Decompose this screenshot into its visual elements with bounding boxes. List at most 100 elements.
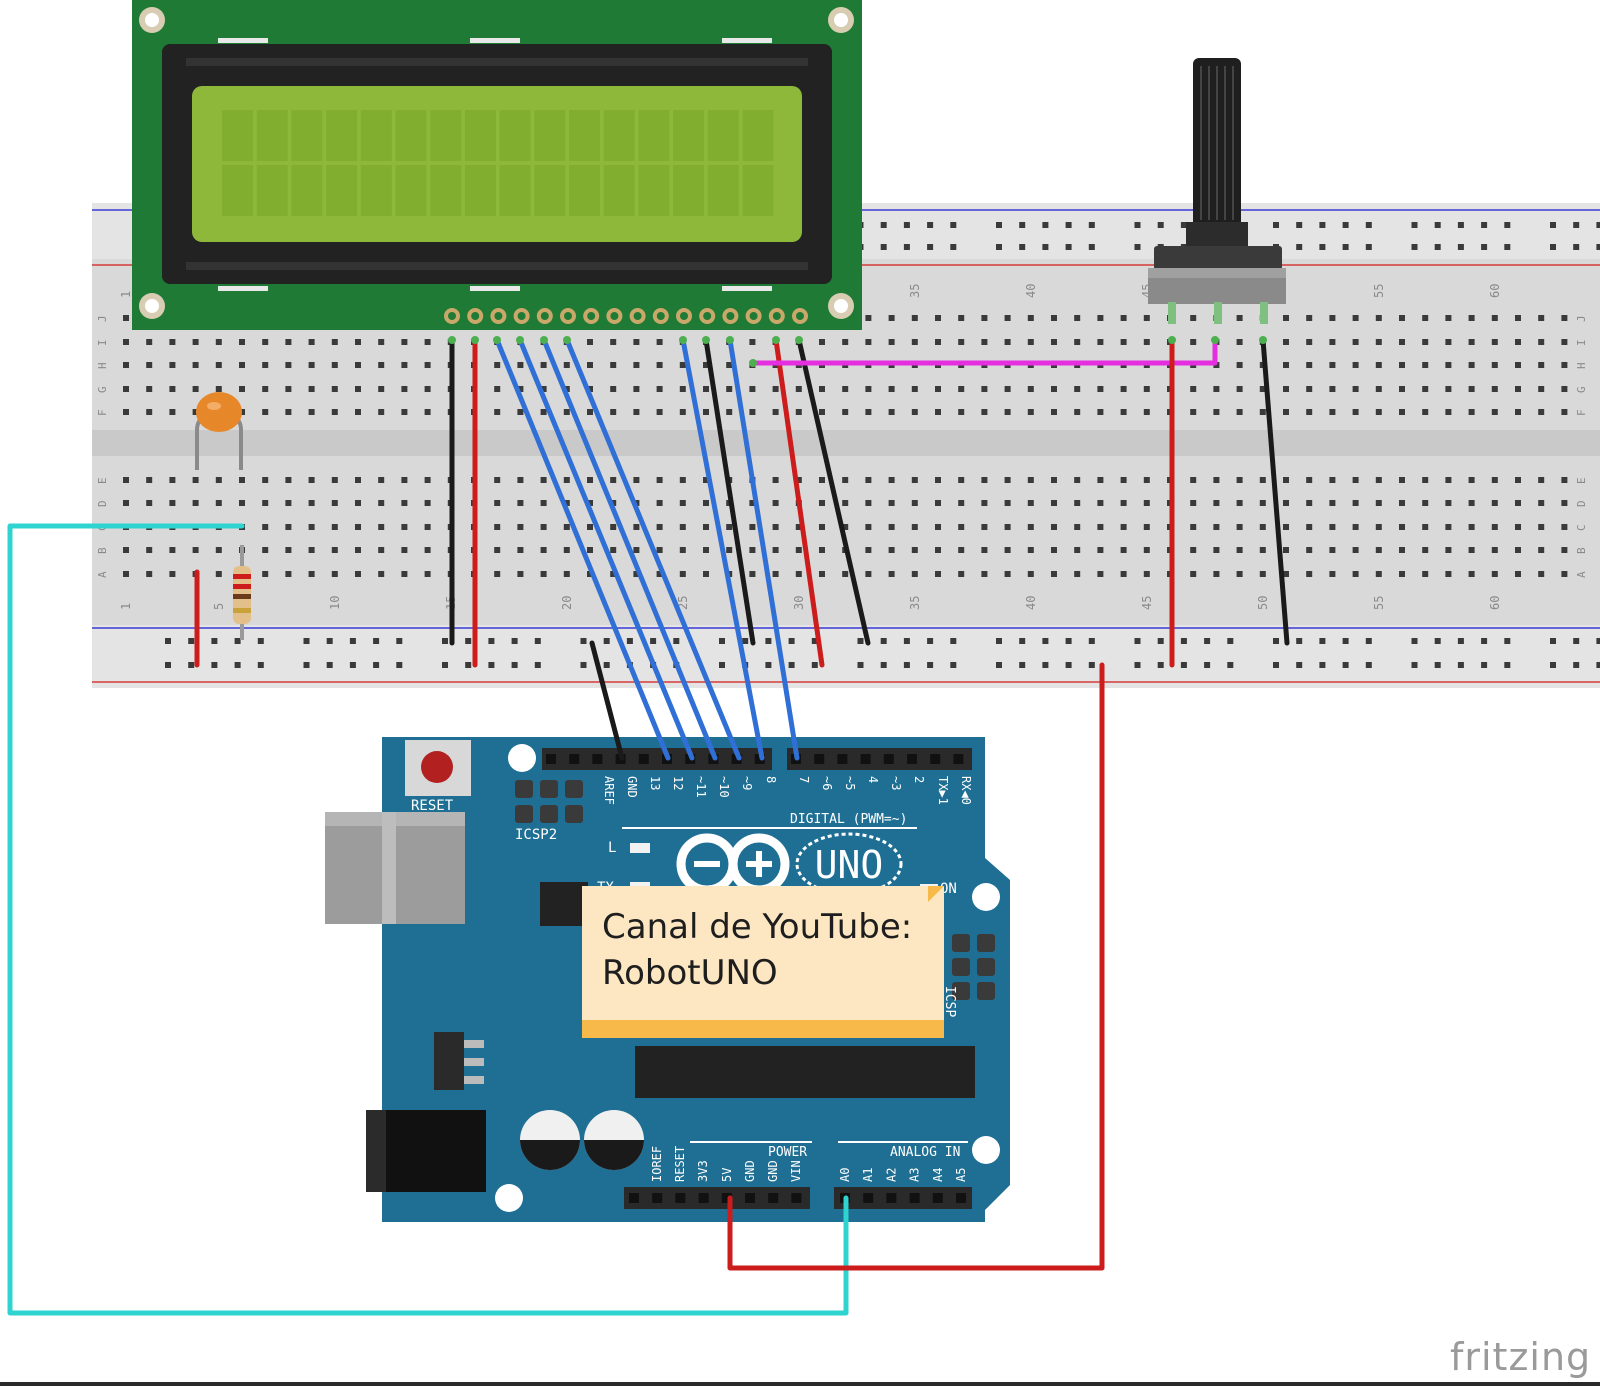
rail-hole <box>165 638 171 644</box>
breadboard-hole <box>1004 524 1011 530</box>
rail-hole <box>211 662 218 668</box>
rail-hole <box>1042 662 1049 668</box>
rail-hole <box>950 638 957 644</box>
breadboard-hole <box>285 409 292 415</box>
breadboard-hole <box>1027 571 1034 577</box>
breadboard-hole <box>1306 524 1313 530</box>
lcd-character-cell <box>360 165 392 216</box>
rail-hole <box>1481 222 1488 228</box>
lcd-character-cell <box>326 110 358 161</box>
row-label: A <box>1575 571 1588 578</box>
rail-hole <box>1019 222 1026 228</box>
column-label-bottom: 60 <box>1488 596 1502 610</box>
row-label: F <box>96 409 109 416</box>
breadboard-hole <box>1445 315 1452 321</box>
rail-hole <box>465 662 472 668</box>
digital-pin-label: 8 <box>764 776 778 783</box>
power-pin-label: GND <box>743 1160 757 1182</box>
row-label: E <box>1575 477 1588 484</box>
breadboard-hole <box>285 477 292 483</box>
header-pin <box>932 1193 943 1203</box>
breadboard-hole <box>1515 500 1521 506</box>
breadboard-hole <box>215 500 222 506</box>
rail-hole <box>1596 244 1600 250</box>
breadboard-hole <box>285 524 292 530</box>
breadboard-hole <box>633 339 640 345</box>
breadboard-hole <box>587 547 593 553</box>
header-pin <box>863 1193 874 1203</box>
breadboard-hole <box>1004 409 1011 415</box>
breadboard-hole <box>888 500 895 506</box>
lcd-pin-hole <box>471 312 480 320</box>
breadboard-hole <box>1051 386 1057 392</box>
rail-hole <box>880 222 887 228</box>
breadboard-hole <box>1120 477 1127 483</box>
breadboard-hole <box>355 571 361 577</box>
rail-hole <box>1134 638 1141 644</box>
breadboard-hole <box>679 409 686 415</box>
analog-pin-label: A4 <box>931 1168 945 1182</box>
breadboard-hole <box>958 571 965 577</box>
column-label-bottom: 5 <box>212 603 226 610</box>
breadboard-hole <box>1236 571 1243 577</box>
breadboard-hole <box>1468 547 1475 553</box>
breadboard-hole <box>494 547 501 553</box>
breadboard-hole <box>656 477 663 483</box>
lcd-character-cell <box>569 165 600 216</box>
breadboard-hole <box>981 524 988 530</box>
rail-hole <box>1411 244 1418 250</box>
breadboard-hole <box>795 571 802 577</box>
breadboard-hole <box>1491 500 1498 506</box>
header-pin <box>675 1193 686 1203</box>
breadboard-hole <box>1422 339 1429 345</box>
rail-hole <box>396 638 403 644</box>
breadboard-hole <box>1352 571 1359 577</box>
rail-hole <box>1042 244 1049 250</box>
breadboard-hole <box>517 409 524 415</box>
breadboard-hole <box>563 500 570 506</box>
breadboard-hole <box>865 524 872 530</box>
lcd-pin-hole <box>564 312 572 320</box>
breadboard-hole <box>1329 315 1336 321</box>
breadboard-hole <box>563 362 570 368</box>
breadboard-hole <box>378 409 385 415</box>
rail-hole <box>1319 244 1326 250</box>
breadboard-hole <box>981 500 988 506</box>
breadboard-hole <box>1491 315 1498 321</box>
breadboard-hole <box>1468 315 1475 321</box>
breadboard-hole <box>192 339 199 345</box>
breadboard-hole <box>378 477 385 483</box>
rail-hole <box>1434 662 1441 668</box>
breadboard-hole <box>1375 409 1382 415</box>
breadboard-hole <box>1561 477 1568 483</box>
breadboard-hole <box>239 362 245 368</box>
breadboard-hole <box>981 477 988 483</box>
rail-hole <box>996 244 1002 250</box>
lcd-pin-hole <box>726 312 735 320</box>
breadboard-hole <box>1352 339 1359 345</box>
ceramic-capacitor <box>195 392 243 470</box>
breadboard-hole <box>1491 477 1498 483</box>
breadboard-hole <box>517 477 524 483</box>
rail-hole <box>257 638 264 644</box>
wire-contrast <box>750 337 1218 366</box>
breadboard-hole <box>1468 339 1475 345</box>
wire-endpoint <box>702 336 710 344</box>
rail-hole <box>903 638 910 644</box>
breadboard-hole <box>215 386 222 392</box>
breadboard-hole <box>1190 315 1197 321</box>
row-label: E <box>96 477 109 484</box>
breadboard-hole <box>679 477 686 483</box>
wire-endpoint <box>516 336 524 344</box>
breadboard-hole <box>610 571 617 577</box>
breadboard-hole <box>1283 524 1289 530</box>
breadboard-hole <box>540 547 547 553</box>
breadboard-hole <box>865 386 872 392</box>
breadboard-hole <box>169 339 176 345</box>
breadboard-hole <box>819 500 825 506</box>
breadboard-hole <box>749 547 756 553</box>
breadboard-hole <box>1259 571 1266 577</box>
lcd-character-cell <box>256 110 288 161</box>
breadboard-hole <box>1422 362 1429 368</box>
breadboard-hole <box>1120 386 1127 392</box>
